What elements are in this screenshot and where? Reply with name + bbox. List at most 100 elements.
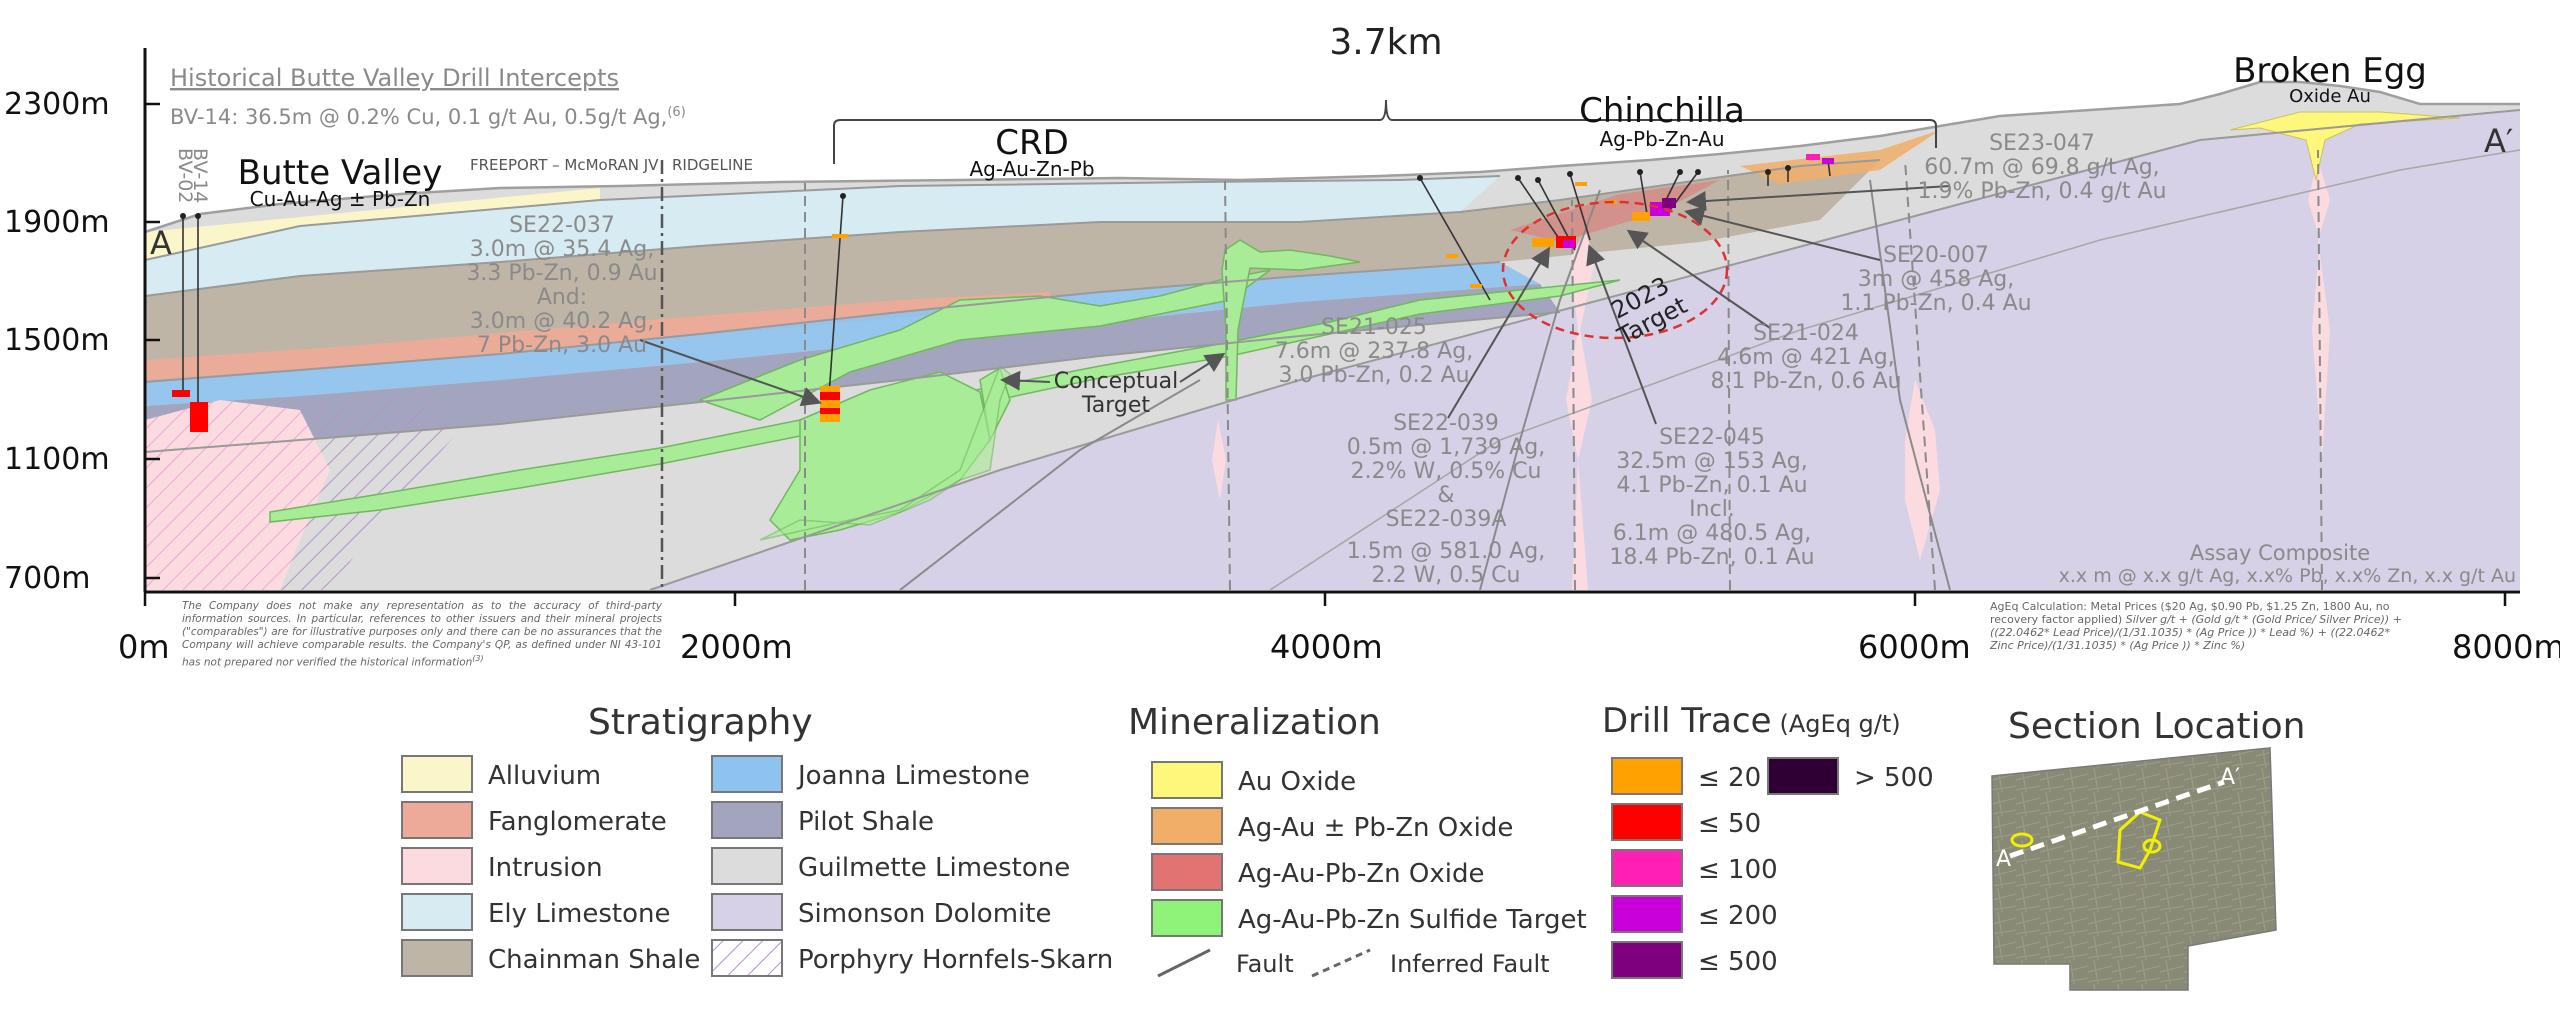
min-item-2-label: Ag-Au-Pb-Zn Oxide bbox=[1238, 859, 1484, 889]
intrusion-dyke-4 bbox=[1212, 420, 1226, 500]
section-end-a-prime: A′ bbox=[2484, 122, 2513, 160]
svg-text:SE21-024: SE21-024 bbox=[1753, 321, 1859, 346]
intercept-se21-025-b bbox=[1470, 284, 1482, 288]
svg-text:8.1 Pb-Zn, 0.6 Au: 8.1 Pb-Zn, 0.6 Au bbox=[1710, 369, 1901, 394]
intercept-label-se21-024: SE21-024 4.6m @ 421 Ag, 8.1 Pb-Zn, 0.6 A… bbox=[1710, 321, 1901, 394]
intercept-bv02 bbox=[172, 390, 190, 397]
fault-line-3 bbox=[1869, 179, 1951, 590]
surface-topography bbox=[144, 80, 2520, 234]
leader-conceptual-east bbox=[1179, 352, 1226, 383]
min-item-0-label: Au Oxide bbox=[1238, 767, 1356, 797]
x-tick: 2000m bbox=[680, 628, 793, 666]
inferred-fault-2 bbox=[1224, 179, 1231, 590]
area-labels: Butte Valley Cu-Au-Ag ± Pb-Zn CRD Ag-Au-… bbox=[238, 51, 2427, 211]
intercept-se22-045-a bbox=[1575, 182, 1587, 186]
svg-text:SE22-039: SE22-039 bbox=[1393, 411, 1499, 436]
svg-text:3.0 Pb-Zn, 0.2 Au: 3.0 Pb-Zn, 0.2 Au bbox=[1278, 363, 1469, 388]
fault-line-2 bbox=[899, 379, 1201, 590]
svg-text:2.2% W, 0.5% Cu: 2.2% W, 0.5% Cu bbox=[1351, 459, 1542, 484]
intercept-se23-047-a bbox=[1806, 154, 1820, 160]
strat-item-3-label: Ely Limestone bbox=[488, 899, 670, 929]
location-map-a-prime: A′ bbox=[2220, 765, 2240, 790]
leader-se22-039 bbox=[1447, 246, 1551, 419]
drill-item-3-swatch bbox=[1611, 895, 1683, 933]
location-map-a: A bbox=[1996, 847, 2011, 872]
legend-inferred-fault-symbol bbox=[1311, 948, 1371, 978]
contact-line-6 bbox=[1269, 149, 2520, 590]
intercept-se20-007-b bbox=[1662, 198, 1676, 208]
location-map-outline-3 bbox=[2142, 838, 2162, 854]
y-tick: 2300m bbox=[4, 87, 110, 122]
inferred-fault-3 bbox=[1571, 199, 1576, 590]
area-broken-egg-sub: Oxide Au bbox=[2289, 86, 2371, 107]
intercept-se22-037-top bbox=[832, 234, 848, 238]
x-axis-tick-labels: 0m 2000m 4000m 6000m 8000m bbox=[118, 628, 2560, 666]
location-map-section-line bbox=[2009, 779, 2225, 859]
intercept-bv14 bbox=[190, 402, 208, 432]
strat-item-2-label: Intrusion bbox=[488, 853, 603, 883]
leader-conceptual-west bbox=[1000, 370, 1051, 391]
alluvium-fill bbox=[145, 188, 600, 260]
svg-text:4.6m @ 421 Ag,: 4.6m @ 421 Ag, bbox=[1717, 345, 1894, 370]
intercept-se22-039-a bbox=[1532, 238, 1554, 247]
strat-item-2-swatch bbox=[401, 847, 473, 885]
intercept-se22-037-c bbox=[820, 400, 840, 408]
drill-hole-se21-024 bbox=[1569, 173, 1591, 241]
drill-hole-se22-039 bbox=[1517, 177, 1561, 241]
assay-composite-line: x.x m @ x.x g/t Ag, x.x% Pb, x.x% Zn, x.… bbox=[2059, 565, 2516, 587]
svg-text:SE20-007: SE20-007 bbox=[1883, 243, 1989, 268]
strat-item-0-label: Alluvium bbox=[488, 761, 601, 791]
drill-item-4-swatch bbox=[1611, 941, 1683, 979]
section-location-map: A A′ bbox=[1991, 747, 2277, 991]
legend-drill-title: Drill Trace(AgEq g/t) bbox=[1602, 701, 1901, 741]
legend-inferred-fault-label: Inferred Fault bbox=[1390, 950, 1550, 978]
intercept-labels: SE22-037 3.0m @ 35.4 Ag, 3.3 Pb-Zn, 0.9 … bbox=[466, 131, 2166, 588]
oxide-lens-east bbox=[1740, 130, 1940, 184]
intercept-label-se22-039: SE22-039 0.5m @ 1,739 Ag, 2.2% W, 0.5% C… bbox=[1347, 411, 1545, 588]
conceptual-target-label-2: Target bbox=[1081, 393, 1150, 418]
contact-line-5 bbox=[649, 109, 2520, 590]
leader-se23-047 bbox=[1686, 185, 1951, 211]
min-item-3-label: Ag-Au-Pb-Zn Sulfide Target bbox=[1238, 905, 1587, 935]
location-map-outline-2 bbox=[2010, 832, 2034, 848]
distance-label: 3.7km bbox=[1329, 22, 1442, 63]
strat-item-1-label: Fanglomerate bbox=[488, 807, 667, 837]
min-item-3-swatch bbox=[1151, 899, 1223, 937]
y-axis-tick-labels: 2300m 1900m 1500m 1100m 700m bbox=[4, 87, 110, 596]
area-broken-egg: Broken Egg bbox=[2233, 51, 2427, 91]
intercept-label-se21-025: SE21-025 7.6m @ 237.8 Ag, 3.0 Pb-Zn, 0.2… bbox=[1275, 315, 1473, 388]
simonson-dolomite-fill bbox=[650, 110, 2520, 590]
conceptual-target-label-1: Conceptual bbox=[1054, 369, 1179, 394]
x-axis-ticks-marks bbox=[143, 592, 2507, 606]
svg-text:3.0m @ 40.2 Ag,: 3.0m @ 40.2 Ag, bbox=[470, 309, 654, 334]
area-crd-sub: Ag-Au-Zn-Pb bbox=[969, 157, 1094, 181]
strat-item-5-swatch bbox=[711, 755, 783, 793]
strat-item-8-label: Simonson Dolomite bbox=[798, 899, 1051, 929]
leader-se21-024 bbox=[1626, 229, 1771, 329]
intercept-se22-037-e bbox=[820, 414, 840, 422]
svg-text:1.9% Pb-Zn, 0.4 g/t Au: 1.9% Pb-Zn, 0.4 g/t Au bbox=[1917, 179, 2166, 204]
strat-item-7-swatch bbox=[711, 847, 783, 885]
drill-item-4-label: ≤ 500 bbox=[1698, 947, 1778, 977]
ridgeline-label: RIDGELINE bbox=[672, 156, 753, 174]
strat-item-9-label: Porphyry Hornfels-Skarn bbox=[798, 945, 1113, 975]
drill-item-1-swatch bbox=[1611, 803, 1683, 841]
y-tick: 1100m bbox=[4, 442, 110, 477]
area-butte-valley: Butte Valley bbox=[238, 153, 443, 193]
svg-text:2.2 W, 0.5 Cu: 2.2 W, 0.5 Cu bbox=[1371, 563, 1520, 588]
strat-item-8-swatch bbox=[711, 893, 783, 931]
strat-item-0-swatch bbox=[401, 755, 473, 793]
sulfide-target-band-upper bbox=[697, 269, 1271, 421]
intercept-se22-039-c bbox=[1563, 240, 1575, 248]
intercept-label-se20-007: SE20-007 3m @ 458 Ag, 1.1 Pb-Zn, 0.4 Au bbox=[1840, 243, 2031, 316]
inferred-fault-4 bbox=[1727, 169, 1731, 590]
legend-mineralization-title: Mineralization bbox=[1128, 702, 1381, 743]
legend-fault-label: Fault bbox=[1236, 950, 1294, 978]
svg-text:And:: And: bbox=[537, 285, 587, 310]
legend-location-title: Section Location bbox=[2008, 706, 2305, 747]
strat-item-4-label: Chainman Shale bbox=[488, 945, 700, 975]
min-item-1-label: Ag-Au ± Pb-Zn Oxide bbox=[1238, 813, 1513, 843]
location-map-terrain bbox=[1991, 747, 2277, 991]
